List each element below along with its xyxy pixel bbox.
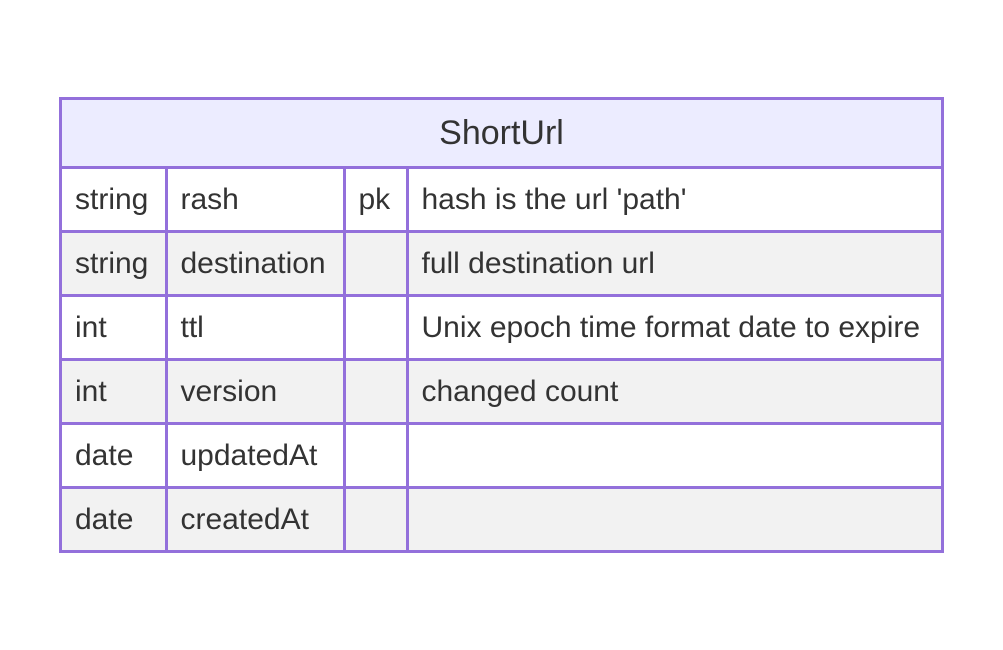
attribute-comment: full destination url (407, 231, 941, 297)
attribute-key (344, 487, 409, 550)
attribute-name: updatedAt (166, 423, 346, 489)
entity-shorturl: ShortUrl string rash pk hash is the url … (59, 97, 944, 553)
attribute-comment: Unix epoch time format date to expire (407, 295, 941, 361)
attribute-row: int ttl Unix epoch time format date to e… (62, 295, 941, 361)
attribute-key (344, 423, 409, 489)
attribute-comment: changed count (407, 359, 941, 425)
attribute-key (344, 231, 409, 297)
attribute-row: string destination full destination url (62, 231, 941, 297)
attribute-row: date updatedAt (62, 423, 941, 489)
attribute-type: int (62, 359, 168, 425)
attribute-row: string rash pk hash is the url 'path' (62, 169, 941, 233)
attribute-type: date (62, 487, 168, 550)
attribute-type: int (62, 295, 168, 361)
attribute-name: rash (166, 169, 346, 233)
attribute-table: string rash pk hash is the url 'path' st… (62, 169, 941, 550)
attribute-name: destination (166, 231, 346, 297)
attribute-key (344, 359, 409, 425)
attribute-name: version (166, 359, 346, 425)
entity-title: ShortUrl (62, 100, 941, 169)
attribute-key: pk (344, 169, 409, 233)
attribute-comment (407, 487, 941, 550)
attribute-type: string (62, 231, 168, 297)
attribute-comment: hash is the url 'path' (407, 169, 941, 233)
attribute-key (344, 295, 409, 361)
attribute-comment (407, 423, 941, 489)
attribute-type: date (62, 423, 168, 489)
attribute-row: int version changed count (62, 359, 941, 425)
attribute-name: ttl (166, 295, 346, 361)
attribute-type: string (62, 169, 168, 233)
attribute-name: createdAt (166, 487, 346, 550)
attribute-row: date createdAt (62, 487, 941, 550)
